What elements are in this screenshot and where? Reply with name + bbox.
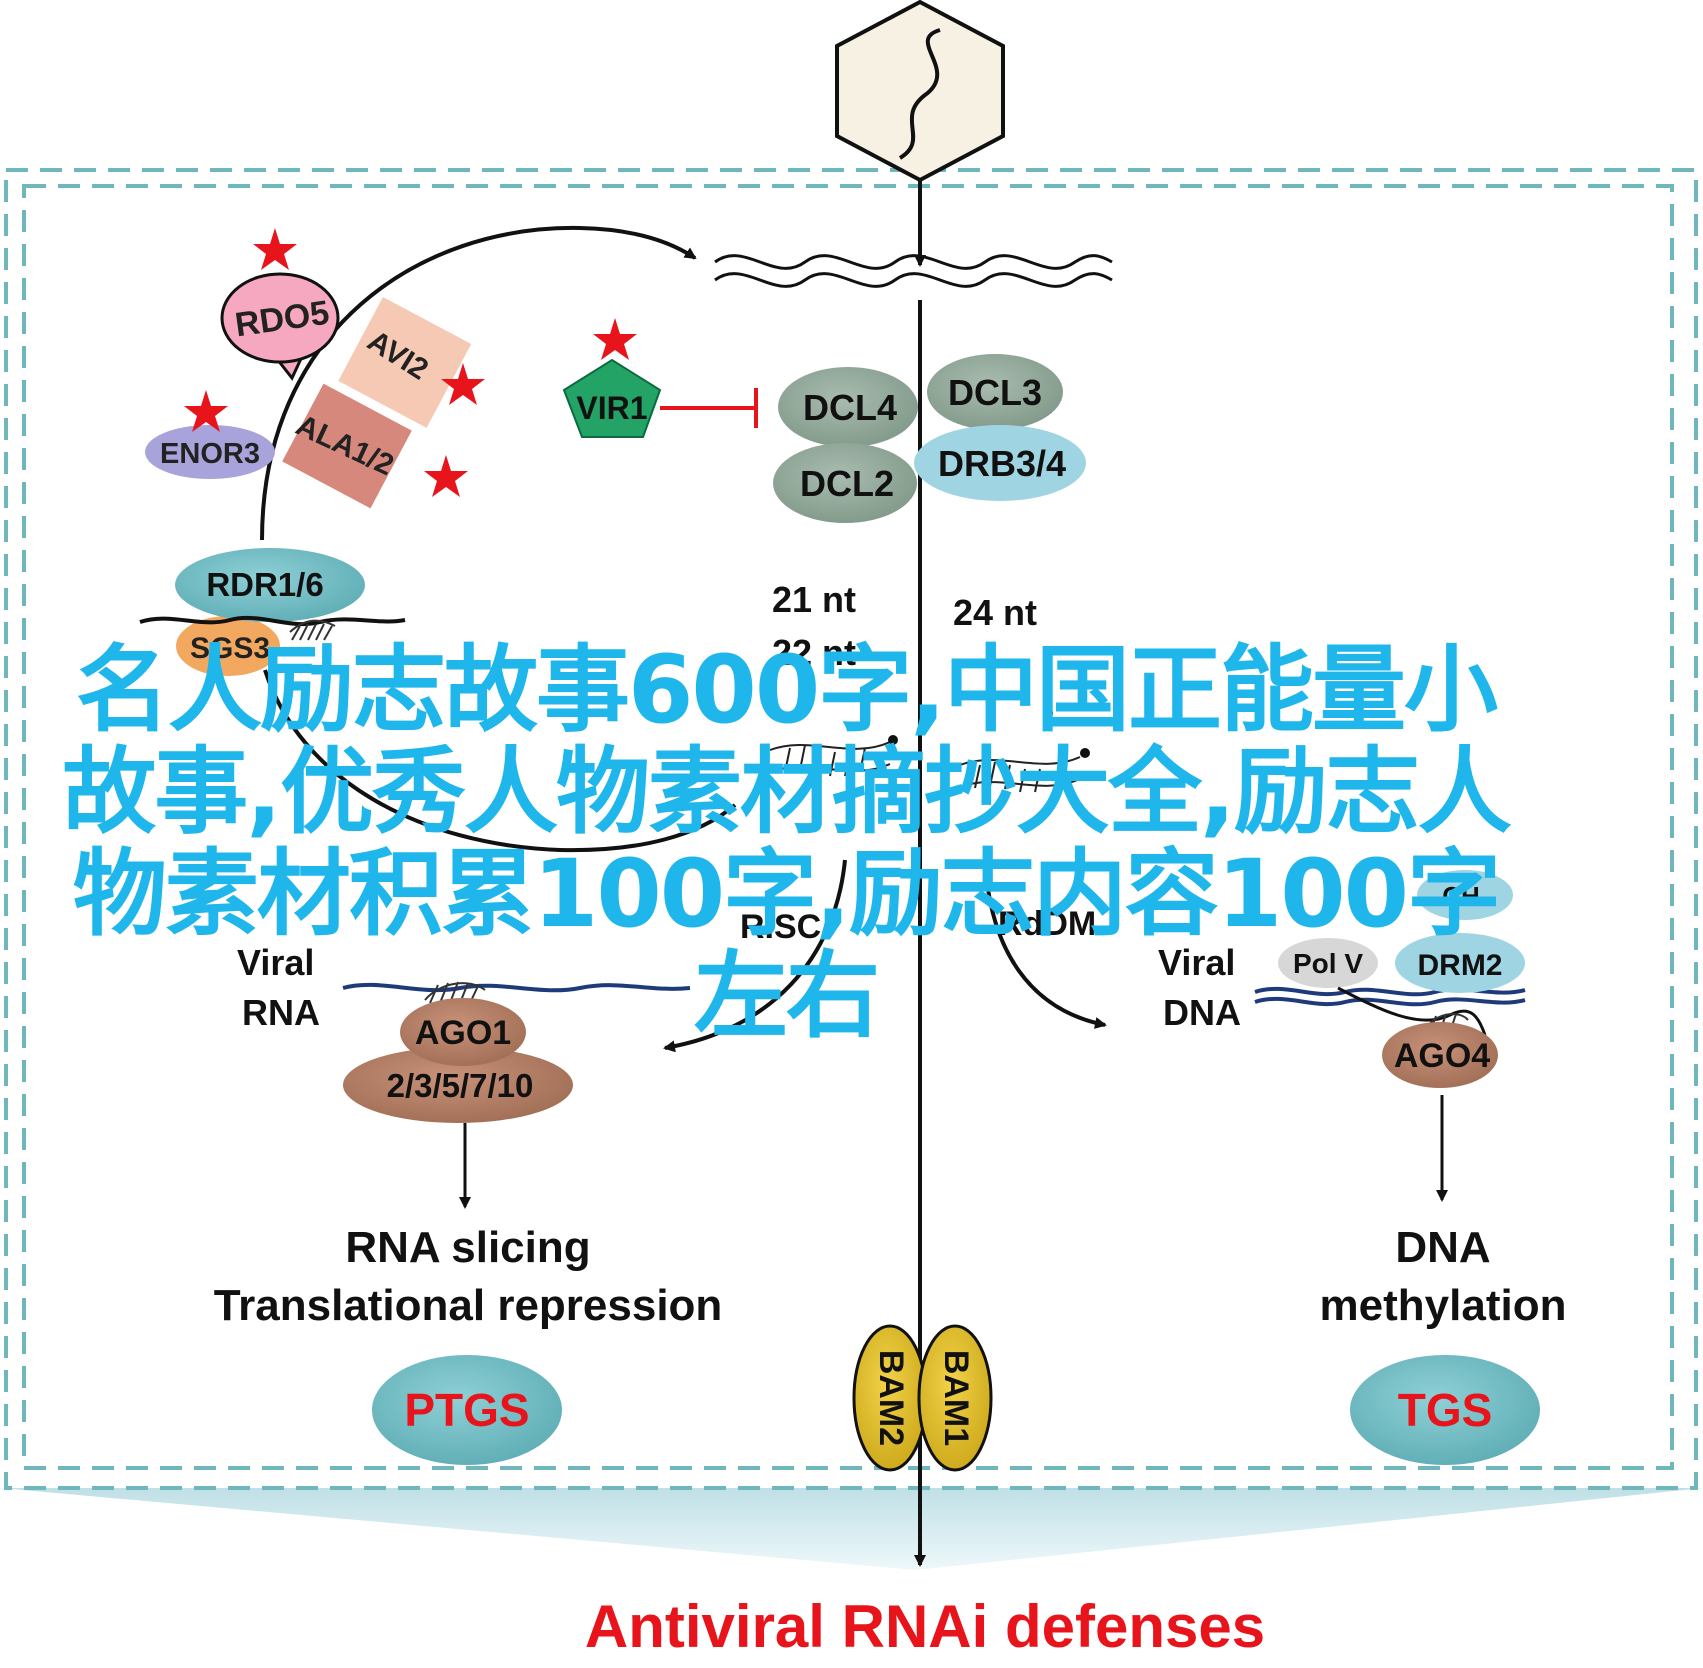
ch3-oval (1417, 870, 1513, 920)
avi2-square (338, 297, 472, 428)
risc-arrow (663, 859, 847, 1053)
pol-v-transcript (1337, 986, 1487, 1036)
star-icon (184, 390, 228, 432)
rna-template-strand (139, 615, 406, 627)
ago1-oval (400, 998, 526, 1066)
translational-label: Translational repression (214, 1281, 723, 1330)
dcl3-label: DCL3 (948, 372, 1042, 413)
bam1-label: BAM1 (937, 1350, 975, 1446)
dsrna-strand-bottom (714, 272, 1113, 288)
dcl3-oval (927, 354, 1063, 430)
vir1-label: VIR1 (576, 390, 647, 426)
ptgs-label: PTGS (404, 1384, 529, 1436)
funnel-shape (0, 1488, 1703, 1570)
drm2-oval (1395, 933, 1525, 993)
rdr-oval (175, 548, 365, 622)
amplification-arc-lower (263, 669, 737, 853)
viral-dna-strand-2 (1254, 996, 1526, 1007)
dcl2-oval (773, 443, 917, 523)
star-icon (424, 455, 468, 497)
pol-v-oval (1278, 938, 1378, 988)
drb-oval (914, 425, 1086, 501)
sirna-duplex-left (769, 741, 891, 777)
sgs3-label: SGS3 (190, 632, 270, 665)
outer-dashed-frame (4, 168, 1698, 1490)
ch3-label: CH₃ (1442, 881, 1492, 911)
rna-slicing-label: RNA slicing (345, 1223, 590, 1272)
dcl4-oval (778, 367, 918, 447)
star-icon (593, 318, 637, 360)
amplification-arc (260, 225, 697, 541)
methyl-dot (1080, 748, 1090, 758)
methyl-dot (888, 735, 898, 745)
ala-square (282, 383, 412, 509)
overlay-title: 名人励志故事600字,中国正能量小故事,优秀人物素材摘抄大全,励志人物素材积累1… (62, 636, 1511, 1051)
dcl4-label: DCL4 (803, 387, 897, 428)
antiviral-title: Antiviral RNAi defenses (585, 1593, 1265, 1660)
rdr-label: RDR1/6 (206, 566, 323, 603)
viral-rna-label-2: RNA (242, 992, 320, 1033)
dna-meth-label-2: methylation (1320, 1281, 1567, 1330)
pol-v-label: Pol V (1293, 948, 1363, 979)
rdo5-bubble (220, 272, 340, 364)
risc-label: RISC (740, 908, 821, 946)
dna-meth-label-1: DNA (1395, 1223, 1490, 1272)
ago4-oval (1382, 1022, 1498, 1088)
dcl2-label: DCL2 (800, 463, 894, 504)
virus-genome-icon (898, 28, 941, 160)
ago-family-oval (343, 1047, 573, 1123)
bam1-oval (917, 1324, 993, 1472)
bam2-label: BAM2 (872, 1350, 910, 1446)
nt21-label: 21 nt (772, 579, 856, 620)
drm2-label: DRM2 (1417, 949, 1502, 982)
nt24-label: 24 nt (953, 592, 1037, 633)
red-stars (184, 228, 637, 497)
viral-dna-label-2: DNA (1163, 992, 1241, 1033)
viral-dna-label-1: Viral (1158, 942, 1235, 983)
enor3-oval (145, 425, 275, 479)
rddm-label: RdDM (998, 905, 1096, 943)
enor3-label: ENOR3 (160, 438, 260, 470)
rddm-arrow (983, 859, 1107, 1029)
virus-hexagon-icon (835, 0, 1005, 183)
vir1-pentagon (562, 358, 662, 438)
tgs-oval (1350, 1355, 1540, 1465)
viral-rna-strand (342, 982, 691, 993)
inner-dashed-frame (22, 184, 1674, 1470)
tgs-label: TGS (1398, 1384, 1493, 1436)
dsrna-strand-top (714, 254, 1113, 270)
star-icon (441, 363, 485, 405)
dsrna-hatch (289, 619, 336, 641)
viral-rna-label-1: Viral (237, 942, 314, 983)
sirna-duplex-right (959, 756, 1081, 793)
ago-family-label: 2/3/5/7/10 (387, 1067, 534, 1104)
nt22-label: 22 nt (772, 632, 856, 673)
ptgs-oval (372, 1355, 562, 1465)
rna-guide-hatch (424, 981, 486, 1004)
ago4-label: AGO4 (1394, 1037, 1490, 1075)
drb-label: DRB3/4 (938, 443, 1066, 484)
ago1-label: AGO1 (415, 1014, 511, 1052)
methyl-dot (1043, 708, 1053, 718)
sgs3-oval (176, 616, 280, 676)
star-icon (253, 228, 297, 270)
